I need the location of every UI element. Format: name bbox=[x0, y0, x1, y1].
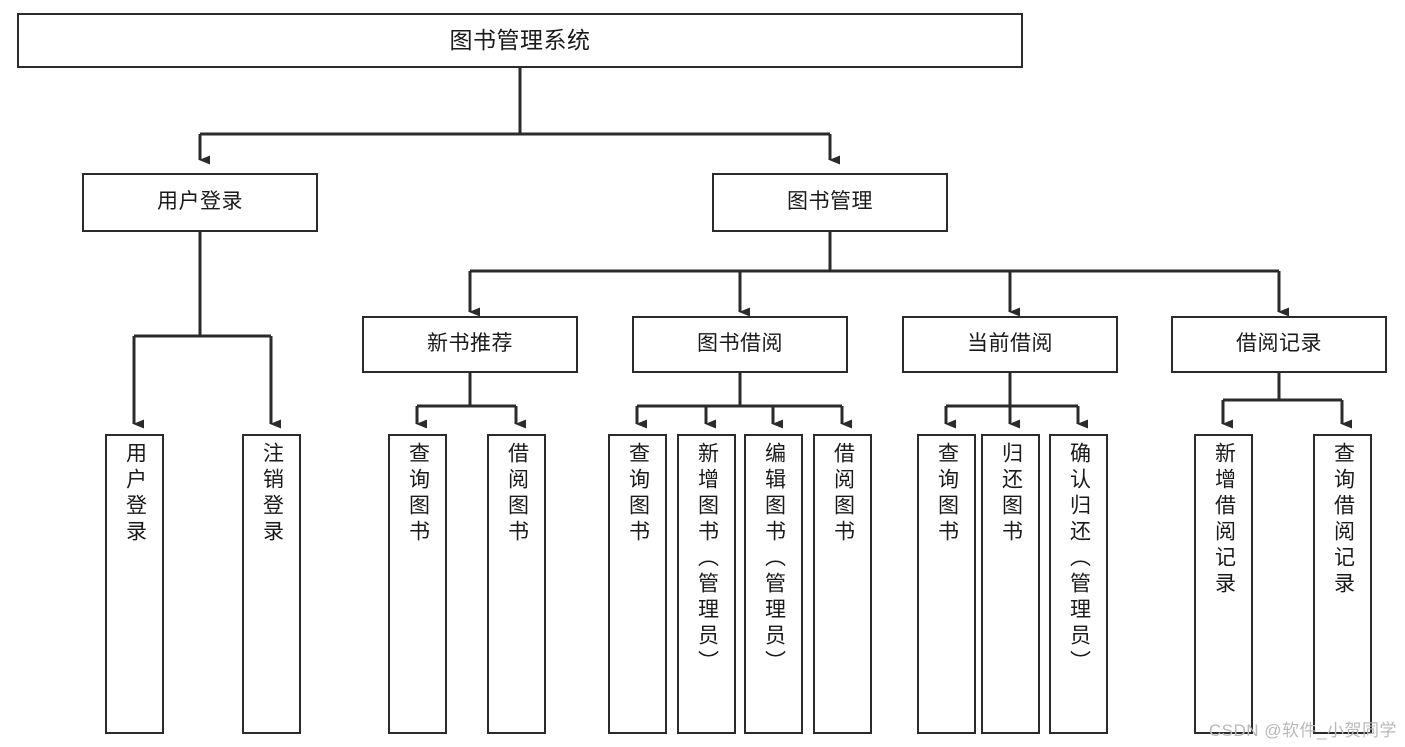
node-label: 确认归还（管理员） bbox=[1067, 442, 1091, 676]
node-label: 图书借阅 bbox=[697, 332, 783, 356]
node-label: 注销登录 bbox=[260, 442, 284, 546]
csdn-watermark: CSDN @软件_小贺同学 bbox=[1208, 721, 1397, 740]
node-label: 新增借阅记录 bbox=[1212, 442, 1236, 598]
node-label: 查询借阅记录 bbox=[1331, 442, 1355, 598]
node-new-book-recommend[interactable]: 新书推荐 bbox=[362, 316, 578, 373]
node-label: 新书推荐 bbox=[427, 332, 513, 356]
leaf-logout[interactable]: 注销登录 bbox=[242, 434, 301, 734]
node-label: 查询图书 bbox=[406, 442, 430, 546]
node-label: 查询图书 bbox=[935, 442, 959, 546]
node-label: 借阅图书 bbox=[505, 442, 529, 546]
node-label: 图书管理 bbox=[787, 190, 873, 214]
leaf-user-login[interactable]: 用户登录 bbox=[105, 434, 164, 734]
leaf-query-book-borrow[interactable]: 查询图书 bbox=[608, 434, 667, 734]
node-label: 归还图书 bbox=[999, 442, 1023, 546]
leaf-add-borrow-record[interactable]: 新增借阅记录 bbox=[1194, 434, 1253, 734]
leaf-borrow-book-new[interactable]: 借阅图书 bbox=[487, 434, 546, 734]
leaf-query-borrow-record[interactable]: 查询借阅记录 bbox=[1313, 434, 1372, 734]
node-label: 编辑图书（管理员） bbox=[762, 442, 786, 676]
node-label: 借阅记录 bbox=[1236, 332, 1322, 356]
leaf-query-book-new[interactable]: 查询图书 bbox=[388, 434, 447, 734]
node-root-book-management-system[interactable]: 图书管理系统 bbox=[17, 13, 1023, 68]
node-label: 查询图书 bbox=[626, 442, 650, 546]
node-label: 新增图书（管理员） bbox=[695, 442, 719, 676]
node-label: 用户登录 bbox=[123, 442, 147, 546]
leaf-edit-book-admin[interactable]: 编辑图书（管理员） bbox=[744, 434, 803, 734]
node-label: 借阅图书 bbox=[831, 442, 855, 546]
node-book-management[interactable]: 图书管理 bbox=[712, 173, 948, 232]
leaf-borrow-book[interactable]: 借阅图书 bbox=[813, 434, 872, 734]
node-label: 用户登录 bbox=[157, 190, 243, 214]
node-current-borrow[interactable]: 当前借阅 bbox=[902, 316, 1118, 373]
node-book-borrow[interactable]: 图书借阅 bbox=[632, 316, 848, 373]
leaf-return-book[interactable]: 归还图书 bbox=[981, 434, 1040, 734]
leaf-add-book-admin[interactable]: 新增图书（管理员） bbox=[677, 434, 736, 734]
leaf-confirm-return-admin[interactable]: 确认归还（管理员） bbox=[1049, 434, 1108, 734]
node-label: 当前借阅 bbox=[967, 332, 1053, 356]
node-label: 图书管理系统 bbox=[449, 26, 591, 53]
node-user-login[interactable]: 用户登录 bbox=[82, 173, 318, 232]
leaf-query-book-current[interactable]: 查询图书 bbox=[917, 434, 976, 734]
node-borrow-record[interactable]: 借阅记录 bbox=[1171, 316, 1387, 373]
